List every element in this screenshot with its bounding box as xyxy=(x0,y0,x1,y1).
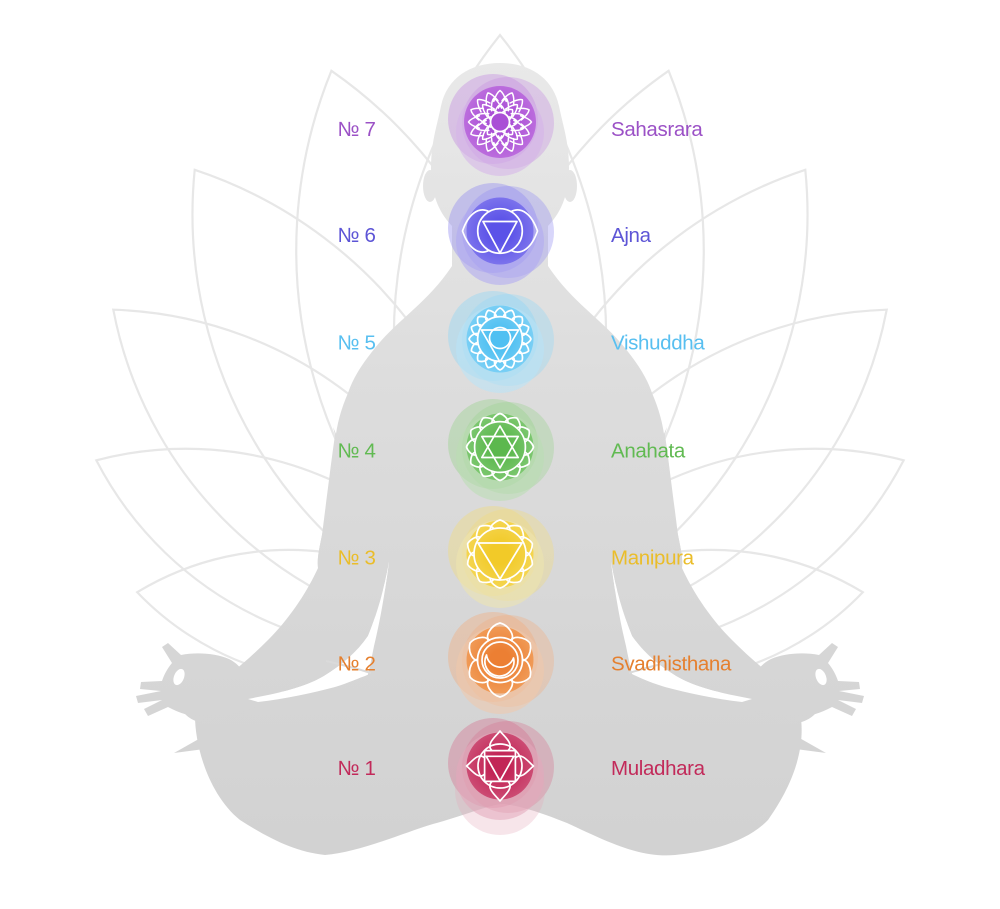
svg-text:Manipura: Manipura xyxy=(611,547,695,570)
svg-text:Anahata: Anahata xyxy=(611,440,686,463)
svg-text:Sahasrara: Sahasrara xyxy=(611,118,703,141)
svg-text:№ 3: № 3 xyxy=(338,547,376,570)
svg-text:№ 4: № 4 xyxy=(338,440,376,463)
svg-text:№ 2: № 2 xyxy=(338,653,376,676)
svg-text:№ 6: № 6 xyxy=(338,224,376,247)
svg-text:№ 7: № 7 xyxy=(338,118,376,141)
svg-text:№ 5: № 5 xyxy=(338,332,376,355)
svg-text:№ 1: № 1 xyxy=(338,757,376,780)
svg-text:Vishuddha: Vishuddha xyxy=(611,332,705,355)
svg-text:Ajna: Ajna xyxy=(611,224,652,247)
svg-text:Svadhisthana: Svadhisthana xyxy=(611,653,732,676)
svg-text:Muladhara: Muladhara xyxy=(611,757,706,780)
